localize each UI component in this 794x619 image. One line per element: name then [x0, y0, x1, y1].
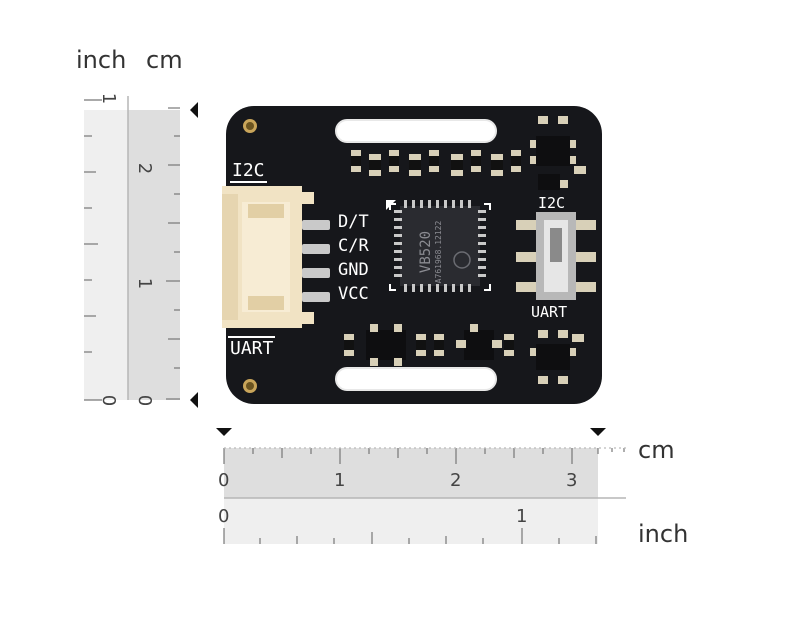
left-inch-tick-0: 0: [98, 394, 120, 407]
i2c-connector-label: I2C: [230, 160, 267, 183]
left-cm-tick-2: 2: [134, 162, 156, 175]
bottom-cm-tick-2: 2: [450, 470, 462, 491]
pin-label-dt: D/T: [338, 212, 369, 232]
pin-label-gnd: GND: [338, 260, 369, 280]
switch-i2c-label: I2C: [538, 194, 566, 212]
bottom-inch-unit-label: inch: [638, 520, 689, 548]
bottom-cm-tick-3: 3: [566, 470, 578, 491]
left-cm-tick-1: 1: [134, 277, 156, 290]
pcb-board: [222, 106, 602, 404]
left-ruler: [84, 96, 198, 408]
pin-label-cr: C/R: [338, 236, 369, 256]
chip-name: VB520: [418, 230, 434, 274]
bottom-inch-tick-1: 1: [516, 506, 528, 527]
left-inch-tick-1: 1: [98, 92, 120, 105]
bottom-cm-tick-0: 0: [218, 470, 230, 491]
left-cm-tick-0: 0: [134, 394, 156, 407]
chip-code: A761968.12122: [434, 220, 443, 284]
switch-uart-label: UART: [531, 303, 568, 321]
chip-marking: VB520 A761968.12122: [410, 212, 470, 292]
bottom-cm-unit-label: cm: [638, 436, 675, 464]
pin-label-vcc: VCC: [338, 284, 369, 304]
uart-connector-label: UART: [228, 336, 276, 359]
bottom-ruler: [216, 428, 626, 544]
bottom-inch-tick-0: 0: [218, 506, 230, 527]
left-cm-unit-label: cm: [146, 46, 183, 74]
bottom-cm-tick-1: 1: [334, 470, 346, 491]
left-inch-unit-label: inch: [76, 46, 127, 74]
